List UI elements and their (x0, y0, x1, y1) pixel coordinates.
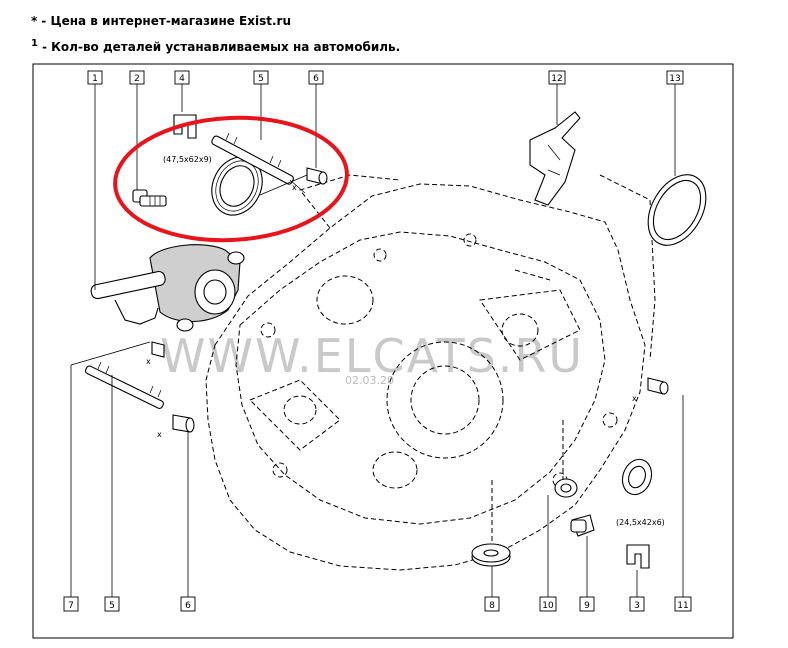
watermark-text: WWW.ELCATS.RU (160, 329, 584, 383)
dim-x-top: x (292, 183, 297, 192)
callout-7: 7 (63, 596, 79, 612)
callout-7-label: 7 (68, 601, 74, 611)
callout-1-label: 1 (92, 74, 98, 84)
watermark-date: 02.03.20 (345, 374, 394, 387)
seal-part-4 (211, 156, 263, 216)
callout-11-label: 11 (677, 601, 688, 611)
price-note: *- Цена в интернет-магазине Exist.ru (31, 14, 291, 28)
callout-13-label: 13 (669, 74, 680, 84)
callout-8-label: 8 (489, 601, 495, 611)
dim-x-left: x (146, 357, 151, 366)
gearbox-housing (205, 174, 656, 571)
callout-5-bottom: 5 (104, 596, 120, 612)
callout-12-label: 12 (551, 74, 562, 84)
dowel-part-6-top: x (259, 167, 328, 196)
quantity-note: 1- Кол-во деталей устанавливаемых на авт… (31, 38, 400, 54)
clutch-slave-cylinder (90, 244, 245, 332)
callout-6-bottom-label: 6 (185, 601, 191, 611)
dowel-part-11: x (632, 377, 669, 403)
plug-part-9 (570, 514, 595, 537)
dowel-part-7: x (146, 341, 165, 366)
callout-2-label: 2 (134, 74, 140, 84)
price-note-text: - Цена в интернет-магазине Exist.ru (41, 14, 292, 28)
callout-12: 12 (548, 70, 566, 85)
seal-size-bottom: (24,5x42x6) (616, 518, 665, 527)
seal-profile-icon-bottom (626, 544, 650, 569)
callout-6-top: 6 (308, 70, 324, 85)
quantity-note-text: - Кол-во деталей устанавливаемых на авто… (41, 40, 401, 54)
callout-5-top-label: 5 (258, 74, 264, 84)
callout-5-bottom-label: 5 (109, 601, 115, 611)
callout-9: 9 (579, 596, 595, 612)
callout-4: 4 (174, 70, 190, 85)
callout-10-label: 10 (542, 601, 554, 611)
ring-part-13 (647, 174, 707, 246)
callout-2: 2 (129, 70, 145, 85)
highlight-ellipse (113, 115, 349, 243)
callout-13: 13 (666, 70, 684, 85)
stud-part-5-bottom (84, 361, 164, 409)
callout-5-top: 5 (253, 70, 269, 85)
seal-part-3 (621, 458, 653, 496)
callout-1: 1 (87, 70, 103, 85)
dowel-part-6-bottom: x (157, 414, 195, 439)
callout-3: 3 (629, 596, 645, 612)
bracket-part-12 (529, 111, 581, 206)
diagram-frame (32, 63, 734, 639)
dim-x-right: x (632, 394, 637, 403)
ring-part-8 (471, 543, 511, 567)
callout-3-label: 3 (634, 601, 640, 611)
callout-10: 10 (539, 596, 557, 612)
dim-x-lower: x (157, 430, 162, 439)
seal-size-top: (47,5x62x9) (163, 155, 212, 164)
quantity-note-mark: 1 (31, 38, 38, 49)
callout-6-top-label: 6 (313, 74, 319, 84)
price-note-mark: * (31, 14, 38, 28)
leader-lines (70, 84, 684, 597)
bolt-part-2 (132, 189, 167, 207)
washer-part-10 (554, 478, 578, 498)
callout-6-bottom: 6 (180, 596, 196, 612)
callout-9-label: 9 (584, 601, 590, 611)
callout-8: 8 (484, 596, 500, 612)
callout-11: 11 (674, 596, 692, 612)
callout-4-label: 4 (179, 74, 185, 84)
